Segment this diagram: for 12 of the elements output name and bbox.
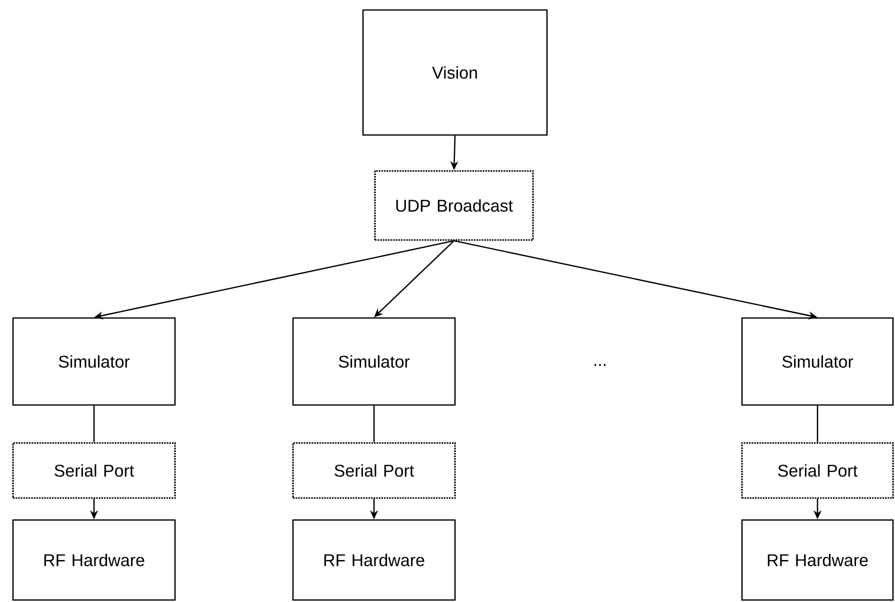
process-box: Simulator: [12, 317, 176, 406]
interface-box: Serial Port: [741, 442, 894, 499]
interface-box: Serial Port: [292, 442, 456, 499]
interface-box: UDP Broadcast: [374, 170, 534, 241]
ellipsis-label: ...: [594, 364, 606, 366]
process-box: Simulator: [741, 317, 894, 406]
process-box: Simulator: [292, 317, 456, 406]
process-box: RF Hardware: [292, 519, 456, 601]
process-box: Vision: [362, 9, 548, 136]
process-box: RF Hardware: [741, 519, 894, 601]
process-box: RF Hardware: [12, 519, 176, 601]
interface-box: Serial Port: [12, 442, 176, 499]
